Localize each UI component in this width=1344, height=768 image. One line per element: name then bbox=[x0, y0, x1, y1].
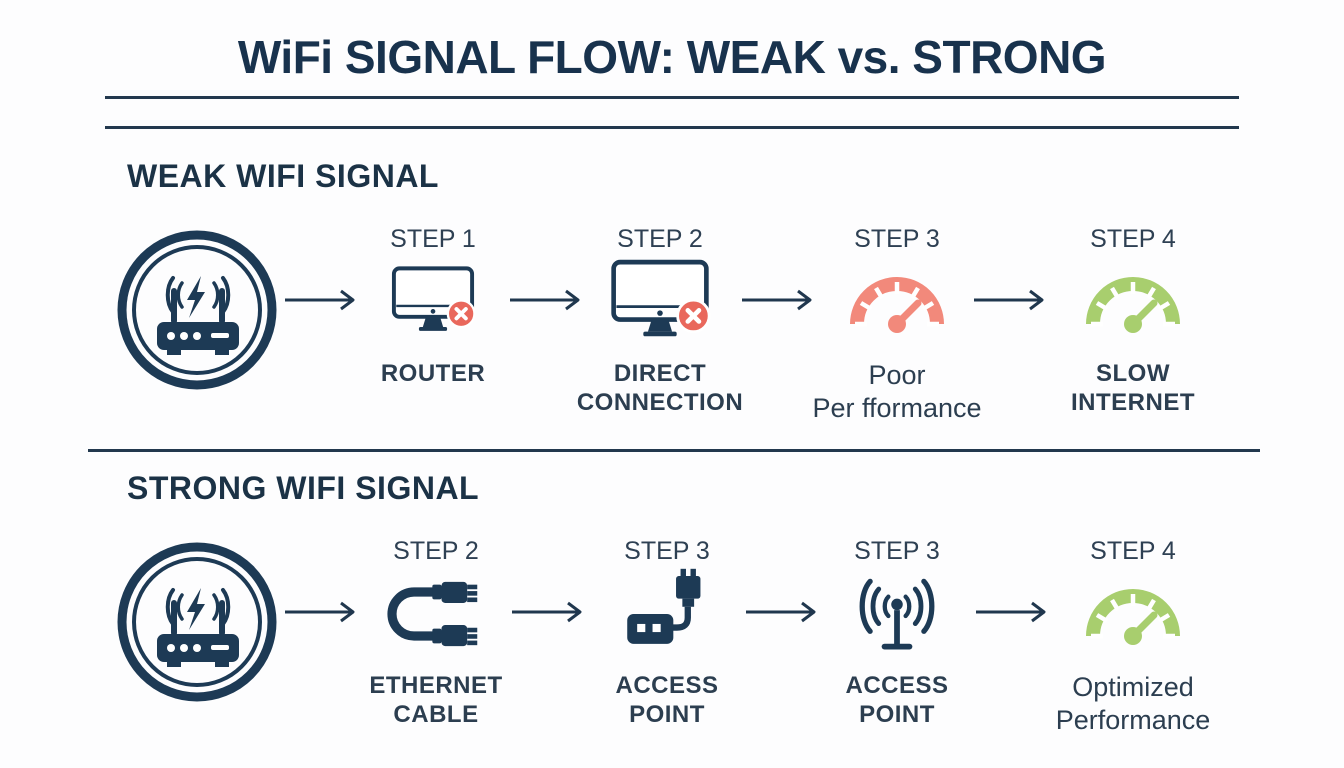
step-label: ACCESS POINT bbox=[845, 672, 949, 729]
flow-arrow-icon bbox=[976, 601, 1046, 623]
flow-arrow-icon bbox=[510, 289, 580, 311]
flow-arrow-icon bbox=[285, 289, 355, 311]
weak-section-heading: WEAK WIFI SIGNAL bbox=[127, 158, 439, 194]
flow-arrow-icon bbox=[512, 601, 582, 623]
step-tag: STEP 3 bbox=[854, 537, 940, 565]
strong-step-2: STEP 3 ACCESS POINT bbox=[555, 536, 779, 730]
monitor-error-icon bbox=[611, 259, 711, 337]
wifi-router-circle-icon bbox=[117, 542, 277, 702]
wifi-router-circle-icon bbox=[117, 230, 277, 390]
step-label: DIRECT CONNECTION bbox=[576, 360, 744, 417]
weak-step-1: STEP 1 ROUTER bbox=[321, 224, 545, 388]
poe-adapter-icon bbox=[627, 568, 701, 644]
gauge-green-icon bbox=[1086, 277, 1180, 333]
flow-arrow-icon bbox=[742, 289, 812, 311]
step-tag: STEP 2 bbox=[393, 537, 479, 565]
weak-step-4: STEP 4 SLOW INTERNET bbox=[1021, 224, 1245, 418]
flow-arrow-icon bbox=[746, 601, 816, 623]
weak-step-2: STEP 2 DIRECT CONNECTION bbox=[548, 224, 772, 418]
step-label: ROUTER bbox=[380, 360, 486, 387]
strong-step-3: STEP 3 ACCESS POINT bbox=[785, 536, 1009, 730]
strong-step-1: STEP 2 ETHERNET CABLE bbox=[324, 536, 548, 730]
page-title: WiFi SIGNAL FLOW: WEAK vs. STRONG bbox=[237, 31, 1107, 83]
gauge-green-icon bbox=[1086, 589, 1180, 645]
section-divider bbox=[88, 449, 1260, 452]
step-tag: STEP 3 bbox=[854, 225, 940, 253]
title-rule-bottom bbox=[105, 126, 1239, 129]
step-tag: STEP 1 bbox=[390, 225, 476, 253]
flow-arrow-icon bbox=[974, 289, 1044, 311]
title-rule-top bbox=[105, 96, 1239, 99]
weak-step-3: STEP 3 Poor Per fformance bbox=[785, 224, 1009, 425]
step-label: ETHERNET CABLE bbox=[369, 672, 503, 729]
step-tag: STEP 3 bbox=[624, 537, 710, 565]
step-label: Poor Per fformance bbox=[812, 360, 982, 423]
monitor-error-icon bbox=[391, 266, 476, 331]
step-tag: STEP 4 bbox=[1090, 537, 1176, 565]
step-tag: STEP 2 bbox=[617, 225, 703, 253]
flow-arrow-icon bbox=[285, 601, 355, 623]
step-tag: STEP 4 bbox=[1090, 225, 1176, 253]
wifi-antenna-icon bbox=[859, 578, 935, 650]
strong-section-heading: STRONG WIFI SIGNAL bbox=[127, 470, 480, 506]
step-label: Optimized Performance bbox=[1055, 672, 1211, 735]
step-label: SLOW INTERNET bbox=[1071, 360, 1195, 417]
strong-step-4: STEP 4 Optimized Performance bbox=[1021, 536, 1245, 737]
gauge-red-icon bbox=[850, 277, 944, 333]
step-label: ACCESS POINT bbox=[615, 672, 719, 729]
ethernet-cable-icon bbox=[387, 581, 478, 647]
